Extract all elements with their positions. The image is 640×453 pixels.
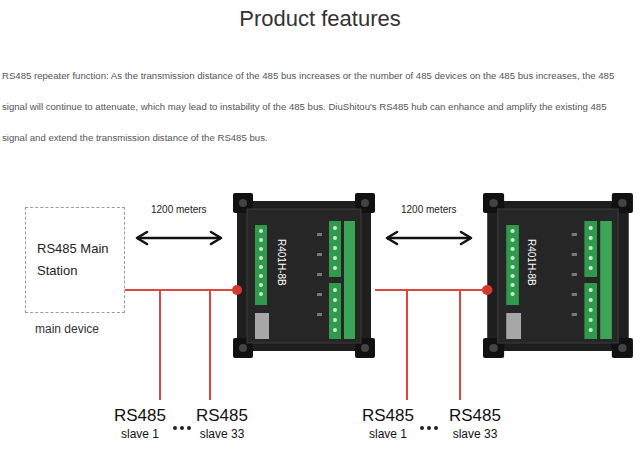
slave-protocol: RS485: [449, 406, 501, 426]
distance-label: 1200 meters: [149, 204, 209, 215]
node-title: RS485 Main Station: [37, 238, 116, 282]
slave-wire: [125, 290, 160, 400]
slave-label-box: RS485slave 1: [360, 406, 416, 442]
repeater-box: R401H-8B: [233, 193, 375, 358]
model-label: R401H-8B: [275, 239, 287, 286]
distance-arrow: [387, 237, 471, 240]
slave-wire: [375, 290, 407, 400]
model-label: R401H-8B: [525, 239, 537, 286]
slave-wire: [375, 290, 460, 400]
repeater-box: R401H-8B: [483, 193, 633, 358]
distance-arrow: [137, 237, 221, 240]
page-title: Product features: [0, 6, 640, 32]
slave-name: slave 33: [449, 426, 501, 442]
repeater-device: [232, 193, 375, 358]
main-station-box: RS485 Main Stationmain device: [25, 207, 125, 313]
description-text: RS485 repeater function: As the transmis…: [2, 60, 632, 153]
slave-name: slave 33: [196, 426, 248, 442]
slave-protocol: RS485: [114, 406, 166, 426]
distance-label: 1200 meters: [399, 204, 459, 215]
slave-label-box: RS485slave 1: [112, 406, 168, 442]
slave-wire: [125, 290, 210, 400]
slave-name: slave 1: [114, 426, 166, 442]
slave-protocol: RS485: [362, 406, 414, 426]
slave-label-box: RS485slave 33: [447, 406, 503, 442]
slave-protocol: RS485: [196, 406, 248, 426]
node-caption: main device: [35, 322, 99, 336]
slave-label-box: RS485slave 33: [194, 406, 250, 442]
repeater-device: [482, 193, 633, 358]
slave-name: slave 1: [362, 426, 414, 442]
